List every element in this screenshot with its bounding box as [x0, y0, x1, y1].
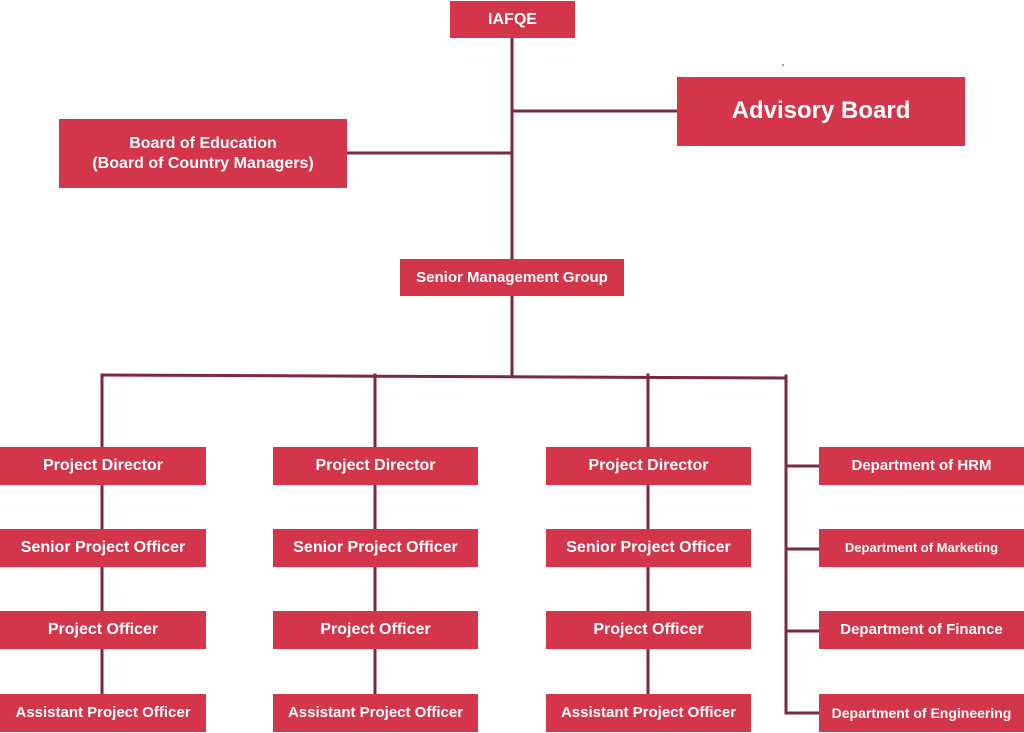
senior-project-officer-node: Senior Project Officer: [546, 529, 751, 567]
project-director-node: Project Director: [273, 447, 478, 485]
senior-management-group-node: Senior Management Group: [400, 259, 624, 296]
project-officer-node: Project Officer: [0, 611, 206, 649]
department-marketing-node: Department of Marketing: [819, 529, 1024, 567]
senior-project-officer-node: Senior Project Officer: [273, 529, 478, 567]
stray-dot: [782, 64, 784, 66]
department-engineering-node: Department of Engineering: [819, 694, 1024, 732]
project-officer-node: Project Officer: [273, 611, 478, 649]
distribution-bar: [100, 373, 788, 380]
root-node-iafqe: IAFQE: [450, 1, 575, 38]
department-finance-node: Department of Finance: [819, 611, 1024, 649]
senior-project-officer-node: Senior Project Officer: [0, 529, 206, 567]
project-officer-node: Project Officer: [546, 611, 751, 649]
assistant-project-officer-node: Assistant Project Officer: [546, 694, 751, 732]
assistant-project-officer-node: Assistant Project Officer: [0, 694, 206, 732]
department-hrm-node: Department of HRM: [819, 447, 1024, 485]
project-director-node: Project Director: [546, 447, 751, 485]
advisory-board-node: Advisory Board: [677, 77, 965, 146]
assistant-project-officer-node: Assistant Project Officer: [273, 694, 478, 732]
project-director-node: Project Director: [0, 447, 206, 485]
board-of-education-node: Board of Education (Board of Country Man…: [59, 119, 347, 188]
